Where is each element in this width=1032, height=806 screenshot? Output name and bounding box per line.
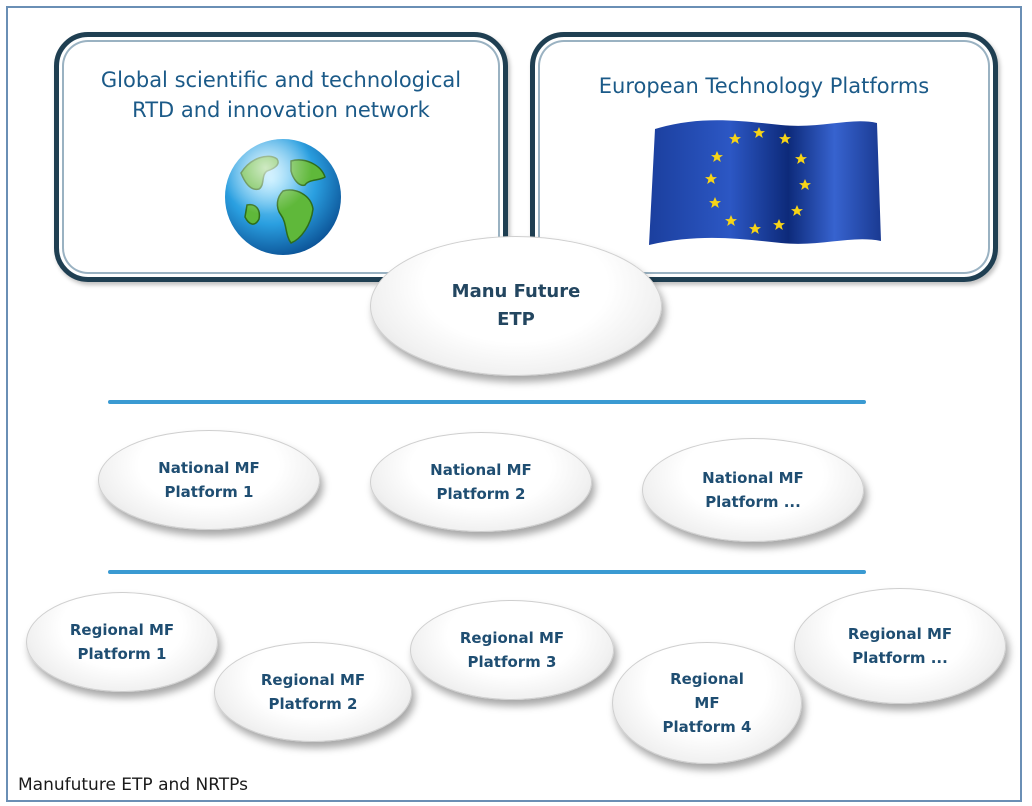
regional-platform-2: Regional MF Platform 2: [214, 642, 412, 742]
regional-platform-label: Regional MF Platform 3: [459, 629, 565, 671]
national-platform-more: National MF Platform ...: [642, 438, 864, 542]
regional-platform-more: Regional MF Platform ...: [794, 588, 1006, 704]
separator-line-bottom: [108, 570, 866, 574]
regional-platform-label: Regional MF Platform 2: [260, 671, 366, 713]
global-network-box: Global scientific and technological RTD …: [54, 32, 508, 282]
manufuture-etp-label: Manu Future ETP: [451, 281, 581, 330]
global-network-title-line1: Global scientific and technological: [100, 68, 462, 92]
national-platform-label: National MF Platform ...: [702, 469, 804, 511]
figure-caption: Manufuture ETP and NRTPs: [18, 775, 248, 795]
etp-box: European Technology Platforms: [530, 32, 998, 282]
national-platform-label: National MF Platform 1: [158, 459, 260, 501]
global-network-title-line2: RTD and innovation network: [132, 98, 430, 122]
regional-platform-4: Regional MF Platform 4: [612, 642, 802, 764]
etp-title: European Technology Platforms: [598, 74, 930, 98]
eu-flag-icon: [649, 120, 881, 245]
national-platform-1: National MF Platform 1: [98, 430, 320, 530]
national-platform-2: National MF Platform 2: [370, 432, 592, 532]
regional-platform-label: Regional MF Platform ...: [847, 625, 953, 667]
regional-platform-label: Regional MF Platform 4: [662, 670, 752, 736]
global-network-title: Global scientific and technological RTD …: [59, 65, 503, 125]
national-platform-label: National MF Platform 2: [430, 461, 532, 503]
separator-line-top: [108, 400, 866, 404]
manufuture-etp-node: Manu Future ETP: [370, 236, 662, 376]
globe-icon: [225, 139, 341, 255]
regional-platform-3: Regional MF Platform 3: [410, 600, 614, 700]
figure-frame: Global scientific and technological RTD …: [6, 6, 1022, 802]
regional-platform-label: Regional MF Platform 1: [69, 621, 175, 663]
regional-platform-1: Regional MF Platform 1: [26, 592, 218, 692]
